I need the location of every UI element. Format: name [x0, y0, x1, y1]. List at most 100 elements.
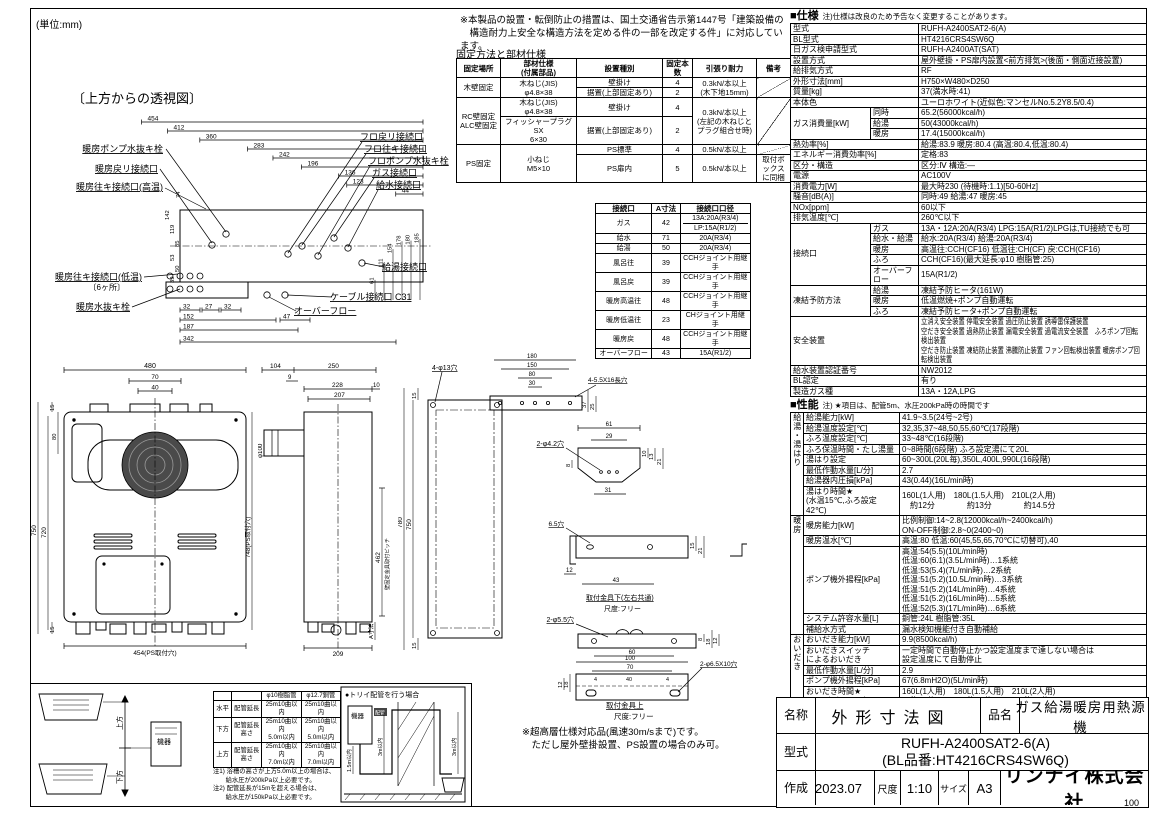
- creation-date: 2023.07: [803, 771, 875, 805]
- spec-value: 低温燃焼+ポンプ自動運転: [918, 295, 1147, 307]
- conn-size: CCHジョイント用継手: [679, 253, 752, 273]
- dim-text: 74: [176, 191, 182, 198]
- fix-r3-note-diagonal: [756, 144, 791, 155]
- fix-h-type: 設置種別: [576, 58, 663, 78]
- fix-r3-k2: PS扉内: [576, 154, 663, 183]
- perf-label: システム許容水量[L]: [803, 613, 900, 625]
- model-line2: (BL品番:HT4216CRS4SW6Q): [882, 752, 1069, 768]
- dim-text: 142: [165, 210, 171, 220]
- dim-text: 70: [151, 374, 159, 381]
- dim-text: 462: [375, 552, 382, 563]
- dim-text: 119: [170, 225, 176, 234]
- spec-section-title: ■仕様注)仕様は改良のため予告なく変更することがあります。: [790, 10, 1147, 23]
- titleblock-product-label: 品名: [981, 698, 1020, 733]
- dim-text: 10: [373, 383, 380, 389]
- unit-label: (単位:mm): [36, 20, 83, 31]
- spec-label: 給水装置認証番号: [790, 364, 919, 376]
- dim-text: 242: [279, 152, 290, 159]
- fix-h-count: 固定本数: [662, 58, 693, 78]
- dim-text: 15: [412, 393, 418, 399]
- dim-text: 283: [254, 143, 265, 150]
- spec-label: 外形寸法[mm]: [790, 75, 919, 87]
- spec-value: 13A・12A,LPG: [918, 385, 1147, 397]
- model-line1: RUFH-A2400SAT2-6(A): [900, 735, 1051, 751]
- spec-note: 注)仕様は改良のため予告なく変更することがあります。: [822, 12, 1012, 21]
- conn-adim: 50: [651, 243, 681, 254]
- fix-r2-k2: 据置(上部固定あり): [576, 116, 663, 145]
- dim-text: 21: [698, 548, 704, 554]
- dim-text: 180: [527, 354, 538, 360]
- dim-text: 750: [406, 519, 413, 530]
- conn-h-size: 接続口口径: [679, 203, 752, 214]
- spec-label: NOx[ppm]: [790, 201, 919, 213]
- conn-port: 給水: [594, 233, 653, 244]
- perf-value: 60~300L(20L毎),350L,400L,990L(16段階): [899, 454, 1147, 466]
- fixing-table-wrap: 固定場所 部材仕様 (付属部品) 設置種別 固定本数 引張り耐力 備考 木壁固定…: [456, 58, 791, 183]
- spec-value: 17.4(15000kcal/h): [918, 128, 1147, 140]
- spec-label: 日ガス検申請型式: [790, 44, 919, 56]
- pipe-cell: 下方: [212, 717, 233, 743]
- pipe-cell: 水平: [212, 700, 233, 718]
- panel-holes-label: 4-φ13穴: [432, 363, 458, 372]
- dim-text: 228: [332, 382, 343, 389]
- label-heating-pump-drain: 暖房ポンプ水抜キ栓: [82, 143, 163, 154]
- spec-value: 凍結予防ヒータ(161W): [918, 284, 1147, 296]
- spec-label: 型式: [790, 23, 919, 35]
- model-number: RUFH-A2400SAT2-6(A) (BL品番:HT4216CRS4SW6Q…: [803, 734, 1148, 770]
- conn-h-adim: A寸法: [651, 203, 681, 214]
- title-block: 名称 外形寸法図 品名 ガス給湯暖房用熱源機 型式 RUFH-A2400SAT2…: [776, 697, 1149, 808]
- right-column: ■仕様注)仕様は改良のため予告なく変更することがあります。 型式 RUFH-A24…: [790, 10, 1147, 763]
- conn-adim: 48: [651, 291, 681, 311]
- pipe-cell: 配管延長 高さ: [231, 742, 263, 768]
- perf-title: ■性能: [790, 399, 819, 411]
- perf-group: 暖房: [790, 515, 804, 635]
- spec-value: 給湯:83.9 暖房:80.4 (高温:80.4,低温:80.4): [918, 138, 1147, 150]
- dim-text: 15: [690, 543, 696, 549]
- dim-text: 39: [170, 277, 176, 283]
- pipe-header: φ12.7銅管: [300, 691, 342, 701]
- spec-sublabel: 給湯: [870, 284, 919, 296]
- dim-text: 152: [183, 314, 194, 321]
- spec-value: 定格:83: [918, 149, 1147, 161]
- dim-text: 15: [412, 643, 418, 649]
- perf-group: 給湯・湯はり: [790, 412, 804, 516]
- pipe-cell: 配管延長 高さ: [231, 717, 263, 743]
- spec-value: 15A(R1/2): [918, 264, 1147, 286]
- perf-label: 湯はり時間★ (水温15℃,ふろ設定42℃): [803, 485, 900, 516]
- dim-text: 750: [31, 525, 38, 536]
- dim-text: 61: [606, 422, 613, 428]
- dim-text: 32: [224, 304, 232, 311]
- label-hotwater-port: 給湯接続口: [382, 261, 427, 272]
- spec-label: エネルギー消費効率[%]: [790, 149, 919, 161]
- spec-label: BL認定: [790, 375, 919, 387]
- dim-text: 454(PS取付穴): [133, 648, 176, 657]
- spec-label: 本体色: [790, 96, 919, 108]
- perf-value: 漏水検知機能付き自動補給: [899, 623, 1147, 635]
- fix-r1-note-diagonal: [756, 77, 791, 98]
- spec-label: 接続口: [790, 222, 871, 286]
- perf-label: ポンプ機外揚程[kPa]: [803, 545, 900, 614]
- pipe-note-1: 注1) 浴槽の高さが上方5.0m以上の場合は、 給水圧が200kPa以上必要です…: [213, 768, 336, 784]
- conn-size: CCHジョイント用継手: [679, 291, 752, 311]
- dim-text: 209: [333, 651, 344, 658]
- spec-label: 質量[kg]: [790, 86, 919, 98]
- pipe-cell: 配管延長: [231, 700, 263, 718]
- spec-value: RUFH-A2400AT(SAT): [918, 44, 1147, 56]
- spec-value: 同時:49 給湯:47 暖房:45: [918, 191, 1147, 203]
- dim-text: 720: [41, 527, 48, 538]
- slots-label: 4-5.5X16長穴: [588, 375, 628, 384]
- spec-value: 区分:Ⅳ 構造:―: [918, 159, 1147, 171]
- high-rise-note: ※超高層仕様対応品(風速30m/sまで)です。 ただし屋外壁掛設置、PS設置の場…: [522, 727, 725, 751]
- conn-size: 20A(R3/4): [679, 243, 752, 254]
- dim-text: 178: [397, 236, 403, 246]
- spec-sublabel: オーバーフロー: [870, 264, 919, 286]
- device-label: 機器: [157, 737, 171, 746]
- fix-h-part: 部材仕様 (付属部品): [500, 58, 577, 78]
- dim-text: 27: [205, 304, 213, 311]
- dim-text: 4: [666, 677, 669, 683]
- spec-value: 高温往:CCH(CF16) 低温往:CH(CF) 戻:CCH(CF16): [918, 243, 1147, 255]
